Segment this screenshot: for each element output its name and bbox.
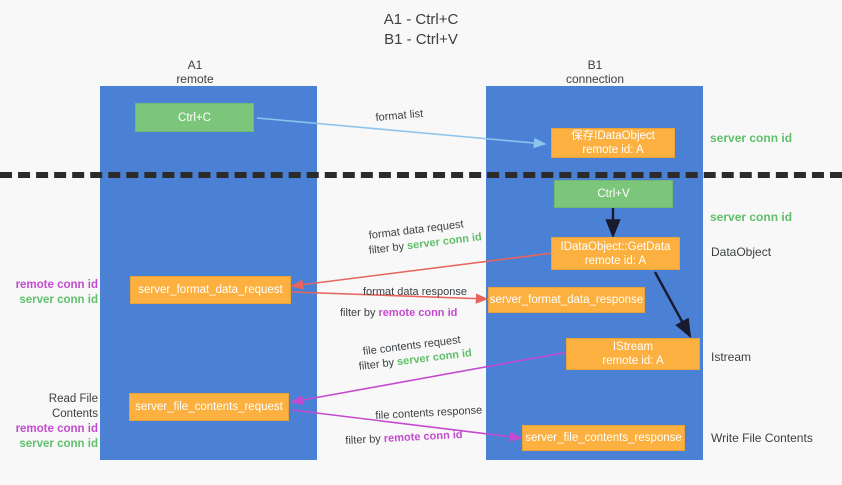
right-label-istream: Istream	[711, 350, 752, 364]
annotation-fcresp-filter-prefix: filter by	[345, 432, 385, 447]
box-ctrl-v-label: Ctrl+V	[597, 188, 630, 200]
left-label-remote-conn-id-2: remote conn id	[15, 423, 98, 435]
left-label-read-file-contents: Read File Contents	[48, 393, 98, 420]
box-server-file-contents-response[interactable]: server_file_contents_response	[522, 425, 685, 451]
left-label-server-conn-id-2: server conn id	[19, 438, 98, 450]
box-istream[interactable]: IStream remote id: A	[566, 338, 700, 370]
box-ctrl-v[interactable]: Ctrl+V	[554, 180, 673, 208]
box-server-format-data-request[interactable]: server_format_data_request	[130, 276, 291, 304]
box-save-idataobject[interactable]: 保存IDataObject remote id: A	[551, 128, 675, 158]
left-label-group-2: Read File Contents remote conn id server…	[4, 392, 98, 452]
phase-divider	[0, 172, 842, 178]
box-getdata[interactable]: IDataObject::GetData remote id: A	[551, 237, 680, 270]
lane-a1-name: A1	[187, 58, 203, 72]
right-label-server-conn-id-mid: server conn id	[710, 210, 793, 224]
title-line-1: A1 - Ctrl+C	[383, 11, 459, 28]
box-server-format-data-response-label: server_format_data_response	[489, 294, 644, 306]
box-save-idataobject-line1: 保存IDataObject	[571, 130, 655, 142]
arrow-file-contents-response	[291, 409, 523, 442]
box-getdata-line2: remote id: A	[584, 254, 647, 267]
arrow-file-contents-request	[290, 351, 569, 406]
lane-b1-sub: connection	[565, 72, 625, 86]
box-ctrl-c-label: Ctrl+C	[178, 111, 211, 124]
lane-b1-name: B1	[587, 58, 603, 72]
left-label-remote-conn-id-1: remote conn id	[15, 279, 98, 291]
box-server-file-contents-request-label: server_file_contents_request	[135, 401, 283, 413]
annotation-format-data-response: format data response	[363, 285, 467, 299]
arrow-format-list	[256, 117, 547, 149]
lane-header-b1: B1 connection	[525, 58, 665, 86]
right-label-dataobject: DataObject	[711, 245, 772, 259]
right-label-write-file-contents: Write File Contents	[711, 431, 813, 445]
arrow-getdata-to-istream	[653, 271, 692, 339]
box-istream-line2: remote id: A	[602, 355, 664, 367]
box-save-idataobject-line2: remote id: A	[582, 144, 644, 156]
diagram-title: A1 - Ctrl+C B1 - Ctrl+V	[0, 10, 842, 50]
left-label-group-1: remote conn id server conn id	[8, 278, 98, 308]
box-server-file-contents-response-label: server_file_contents_response	[525, 432, 682, 444]
annotation-format-data-response-filter: filter by remote conn id	[340, 306, 457, 320]
box-ctrl-c[interactable]: Ctrl+C	[135, 103, 254, 132]
left-label-server-conn-id-1: server conn id	[19, 294, 98, 306]
lane-header-a1: A1 remote	[125, 58, 265, 86]
box-server-format-data-response[interactable]: server_format_data_response	[488, 287, 645, 313]
annotation-fdresp-filter-prefix: filter by	[340, 307, 379, 319]
title-line-2: B1 - Ctrl+V	[384, 31, 458, 48]
right-label-server-conn-id-top: server conn id	[710, 131, 793, 145]
arrow-format-data-response	[291, 291, 489, 304]
arrow-format-data-request	[290, 252, 554, 290]
box-getdata-line1: IDataObject::GetData	[560, 240, 671, 253]
box-server-file-contents-request[interactable]: server_file_contents_request	[129, 393, 289, 421]
annotation-fdresp-filter-key: remote conn id	[378, 307, 458, 319]
box-server-format-data-request-label: server_format_data_request	[138, 284, 283, 296]
lane-a1-sub: remote	[176, 72, 214, 86]
annotation-format-data-response-text: format data response	[363, 286, 467, 298]
box-istream-line1: IStream	[612, 341, 654, 353]
